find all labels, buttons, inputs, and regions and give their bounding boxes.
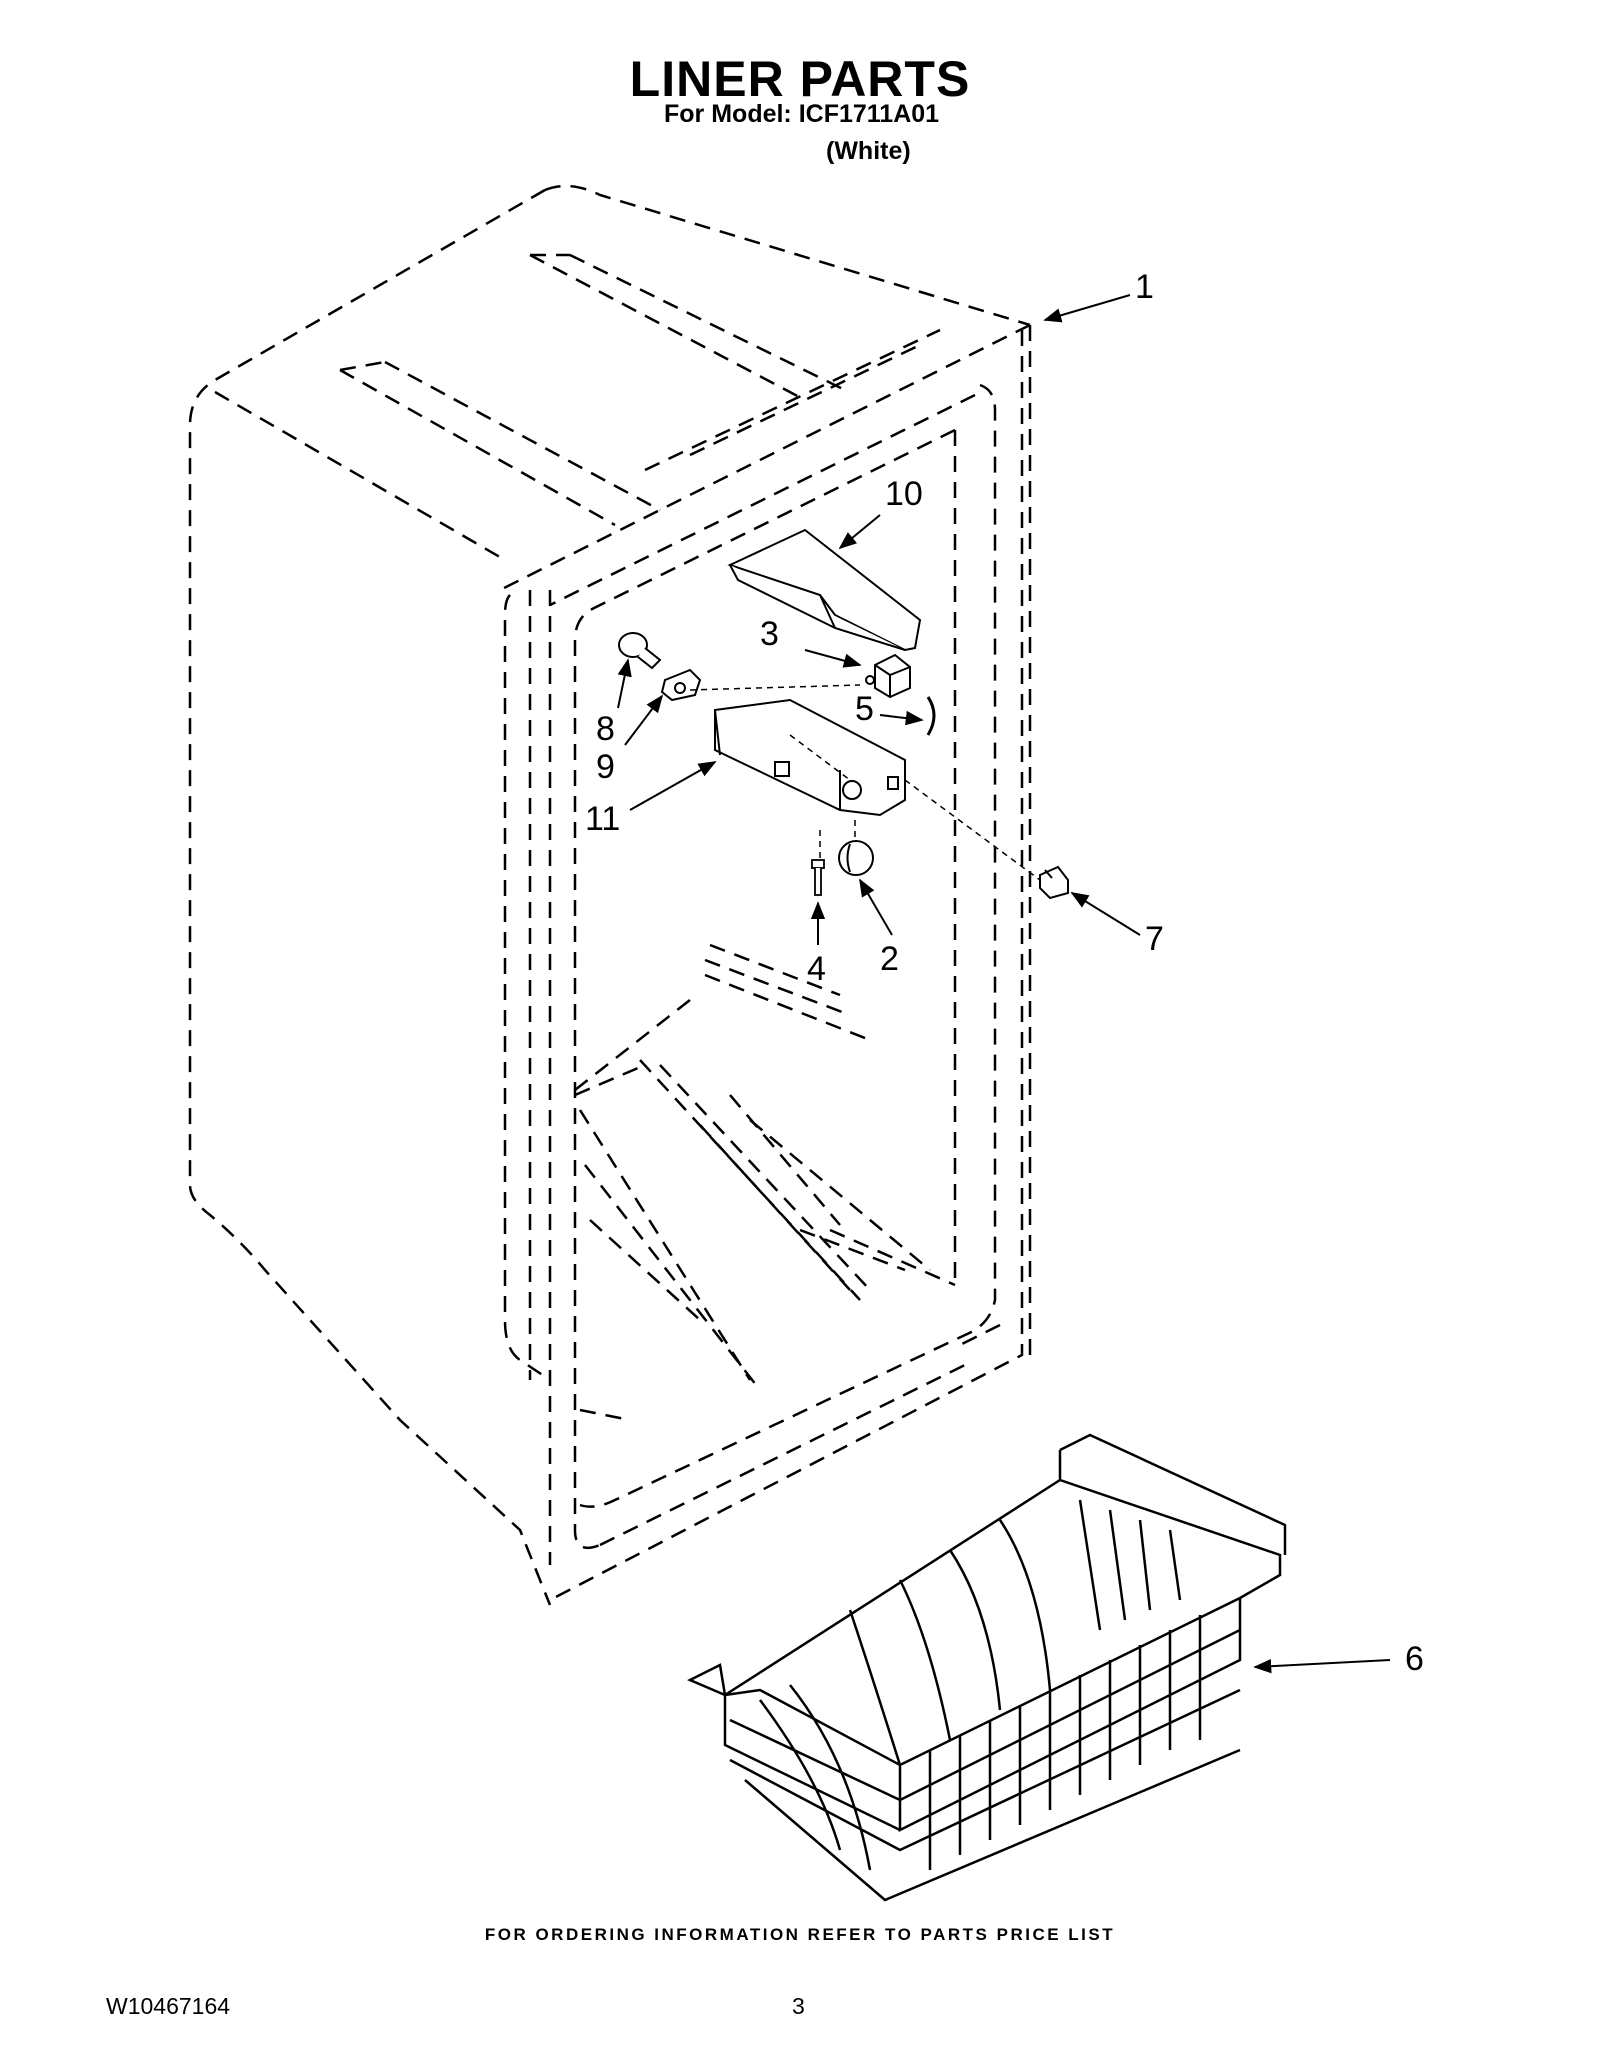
leader-11 xyxy=(629,761,717,811)
document-number: W10467164 xyxy=(106,1993,231,2019)
leader-5 xyxy=(879,710,924,726)
page-number: 3 xyxy=(792,1993,805,2019)
leader-9 xyxy=(624,694,664,746)
model-line: For Model: ICF1711A01 xyxy=(664,100,940,128)
callout-1: 1 xyxy=(1135,268,1154,306)
thermostat-knob xyxy=(838,840,874,876)
callout-4: 4 xyxy=(807,950,826,988)
ordering-note: FOR ORDERING INFORMATION REFER TO PARTS … xyxy=(484,1925,1116,1944)
color-line: (White) xyxy=(826,137,911,165)
light-cover xyxy=(727,528,922,652)
callout-8: 8 xyxy=(596,710,615,748)
liner-outline xyxy=(188,184,1031,1606)
callout-2: 2 xyxy=(880,940,899,978)
light-bulb xyxy=(618,632,662,670)
control-housing xyxy=(714,698,906,817)
door-switch xyxy=(1039,865,1069,900)
leader-arrows xyxy=(617,294,1391,1674)
leader-3 xyxy=(804,649,862,668)
basket-wires xyxy=(758,1499,1202,1871)
leader-7 xyxy=(1070,892,1141,936)
callout-6: 6 xyxy=(1405,1640,1424,1678)
leader-2 xyxy=(859,878,893,936)
mounting-screw xyxy=(811,859,825,896)
callout-5: 5 xyxy=(855,690,874,728)
leader-10 xyxy=(838,514,881,550)
light-socket xyxy=(660,668,702,702)
callout-9: 9 xyxy=(596,748,615,786)
wire-basket xyxy=(687,1433,1287,1902)
callout-3: 3 xyxy=(760,615,779,653)
page-title: LINER PARTS xyxy=(629,51,971,107)
leader-8 xyxy=(617,658,632,709)
tube-part xyxy=(926,696,936,736)
control-block xyxy=(865,653,911,699)
leader-1 xyxy=(1043,294,1131,323)
callout-10: 10 xyxy=(885,475,923,513)
callout-11: 11 xyxy=(585,800,620,838)
assembly-lines xyxy=(689,684,1041,881)
callout-7: 7 xyxy=(1145,920,1164,958)
leader-6 xyxy=(1253,1658,1391,1674)
